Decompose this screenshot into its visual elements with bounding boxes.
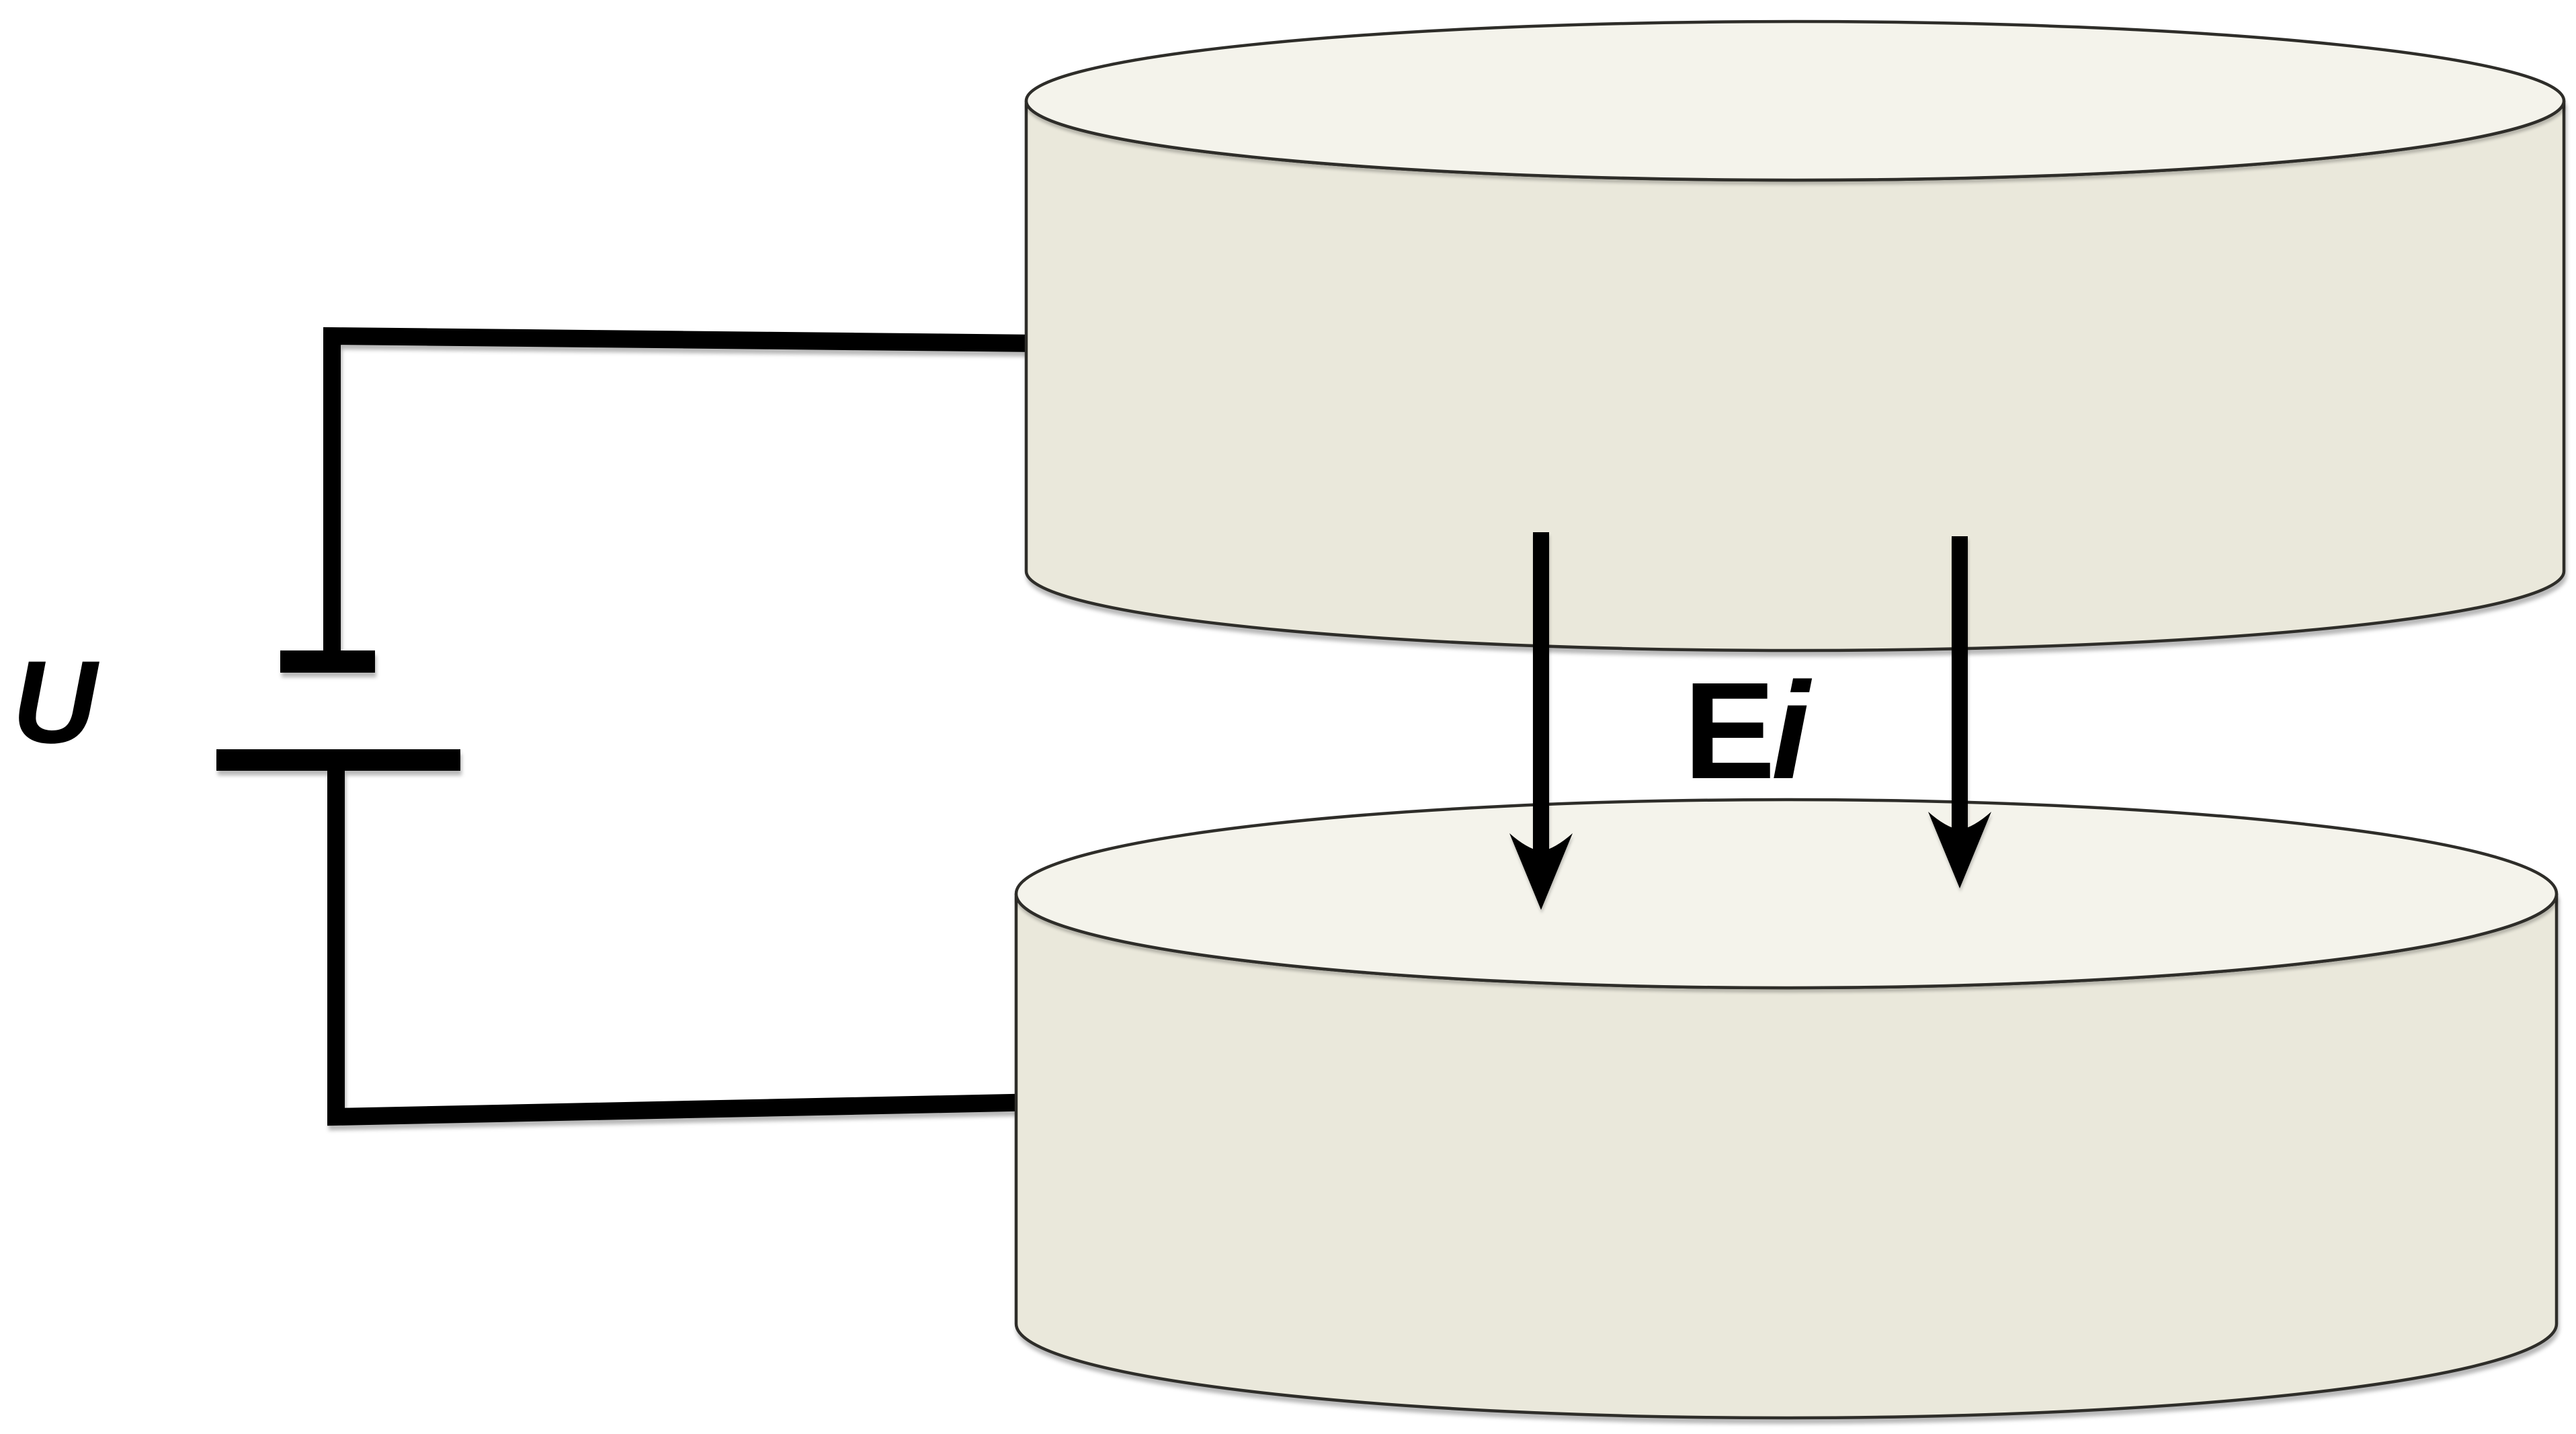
field-arrows (1509, 532, 1991, 910)
top-plate-face (1024, 19, 2566, 182)
top-plate-side (1024, 100, 2566, 652)
field-label-subscript: i (1772, 654, 1813, 808)
arrow-head-icon (1928, 812, 1991, 888)
field-arrow-left (1509, 532, 1573, 910)
field-arrow-right (1928, 536, 1991, 888)
circuit-wiring (216, 327, 1042, 1126)
arrow-head-icon (1509, 833, 1573, 910)
battery-negative-terminal (280, 650, 375, 673)
voltage-label: U (12, 637, 99, 768)
top-plate (1024, 19, 2566, 652)
field-label-main: E (1684, 654, 1776, 808)
bottom-plate-face (1014, 798, 2559, 990)
wire-top (323, 327, 1041, 651)
bottom-plate (1014, 798, 2559, 1420)
field-label: Ei (1684, 654, 1813, 808)
wire-bottom (327, 771, 1042, 1126)
battery-positive-terminal (216, 749, 460, 771)
